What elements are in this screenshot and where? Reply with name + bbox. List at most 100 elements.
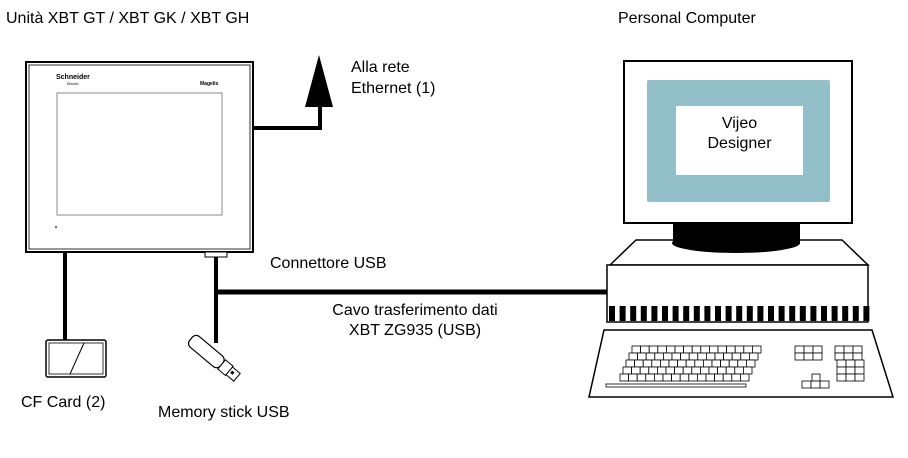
cf-card-label: CF Card (2)	[21, 394, 106, 411]
vent-stripe	[609, 306, 615, 321]
keyboard-key	[631, 345, 642, 354]
keyboard-key	[642, 359, 653, 368]
vent-stripe	[715, 306, 721, 321]
keyboard-key	[812, 352, 823, 361]
ethernet-label-line1: Alla rete	[351, 59, 410, 76]
vent-stripe	[672, 306, 679, 321]
ethernet-arrow	[254, 55, 333, 130]
keyboard-key	[731, 373, 741, 382]
keyboard-key	[852, 352, 863, 361]
keyboard-key	[708, 366, 719, 375]
vent-stripe	[619, 306, 626, 321]
keyboard-key	[737, 359, 747, 368]
vent-stripe	[630, 306, 637, 321]
keyboard-key	[703, 359, 713, 368]
keyboard-key	[794, 352, 805, 361]
vent-stripe	[757, 306, 764, 321]
personal-computer	[588, 60, 895, 398]
keyboard-key	[836, 359, 847, 368]
usb-port	[204, 251, 228, 258]
keyboard-key	[679, 373, 690, 382]
keyboard-key	[662, 373, 673, 382]
keyboard-key	[671, 373, 681, 382]
vent-stripe	[789, 306, 796, 321]
keyboard-key	[663, 352, 673, 361]
keyboard-key	[682, 366, 693, 375]
keyboard-key	[677, 359, 687, 368]
keyboard-key	[854, 366, 865, 375]
keyboard-key	[700, 345, 710, 354]
keyboard-key	[734, 345, 745, 354]
keyboard-key	[854, 373, 865, 382]
keyboard-key	[674, 345, 685, 354]
keyboard-key	[810, 380, 821, 389]
keyboard-key	[740, 373, 750, 382]
vent-stripe	[736, 306, 743, 321]
vent-stripe	[799, 306, 806, 321]
keyboard-key	[714, 352, 725, 361]
hmi-brand-logo: Schneider	[56, 74, 90, 81]
keyboard-key	[740, 352, 750, 361]
keyboard-key	[691, 345, 702, 354]
keyboard-key	[685, 359, 696, 368]
vent-stripe	[842, 306, 849, 321]
ethernet-label-line2: Ethernet (1)	[351, 80, 436, 97]
keyboard-key	[720, 359, 730, 368]
keyboard-key	[625, 359, 636, 368]
keyboard-key	[801, 380, 812, 389]
pc-title: Personal Computer	[618, 10, 756, 27]
keyboard-key	[709, 345, 719, 354]
keyboard-key	[668, 359, 679, 368]
keyboard-key	[752, 345, 762, 354]
vent-stripe	[821, 306, 827, 321]
keyboard-key	[628, 373, 638, 382]
keyboard-key	[812, 345, 823, 354]
vent-stripe	[662, 306, 668, 321]
keyboard-key	[845, 373, 856, 382]
cf-card	[45, 252, 107, 378]
keyboard-key	[845, 359, 856, 368]
keyboard-key	[819, 380, 830, 389]
keyboard-key	[714, 373, 724, 382]
cable-label-line1: Cavo trasferimento dati	[332, 302, 498, 319]
usb-connector-label: Connettore USB	[270, 255, 387, 272]
keyboard-key	[648, 366, 658, 375]
vent-stripe	[810, 306, 817, 321]
keyboard-key	[717, 366, 727, 375]
keyboard-key	[852, 345, 863, 354]
keyboard-key	[811, 373, 821, 382]
keyboard-key	[726, 345, 736, 354]
keyboard-key	[700, 366, 710, 375]
vent-stripe	[863, 306, 870, 321]
vent-stripe	[683, 306, 690, 321]
keyboard-key	[854, 359, 865, 368]
keyboard-key	[711, 359, 722, 368]
keyboard-key	[666, 345, 676, 354]
keyboard-key	[803, 352, 814, 361]
vent-stripe	[725, 306, 732, 321]
keyboard-key	[845, 366, 856, 375]
keyboard-key	[631, 366, 641, 375]
keyboard-key	[645, 352, 656, 361]
keyboard-key	[705, 373, 716, 382]
keyboard-key	[836, 373, 847, 382]
keyboard-key	[746, 359, 756, 368]
keyboard-key	[728, 359, 739, 368]
keyboard-key	[654, 352, 664, 361]
vent-stripe	[778, 306, 785, 321]
hmi-model-logo: Magelis	[200, 81, 219, 87]
keyboard-key	[694, 359, 704, 368]
keyboard-key	[743, 345, 753, 354]
memory-stick-label: Memory stick USB	[158, 404, 290, 421]
keyboard-key	[628, 352, 639, 361]
keyboard-key	[691, 366, 701, 375]
keyboard-key	[674, 366, 684, 375]
keyboard-key	[723, 352, 733, 361]
keyboard-key	[660, 359, 670, 368]
keyboard-key	[639, 366, 650, 375]
keyboard-key	[834, 352, 845, 361]
keyboard-key	[749, 352, 759, 361]
keyboard-key	[731, 352, 742, 361]
keyboard-key	[680, 352, 690, 361]
